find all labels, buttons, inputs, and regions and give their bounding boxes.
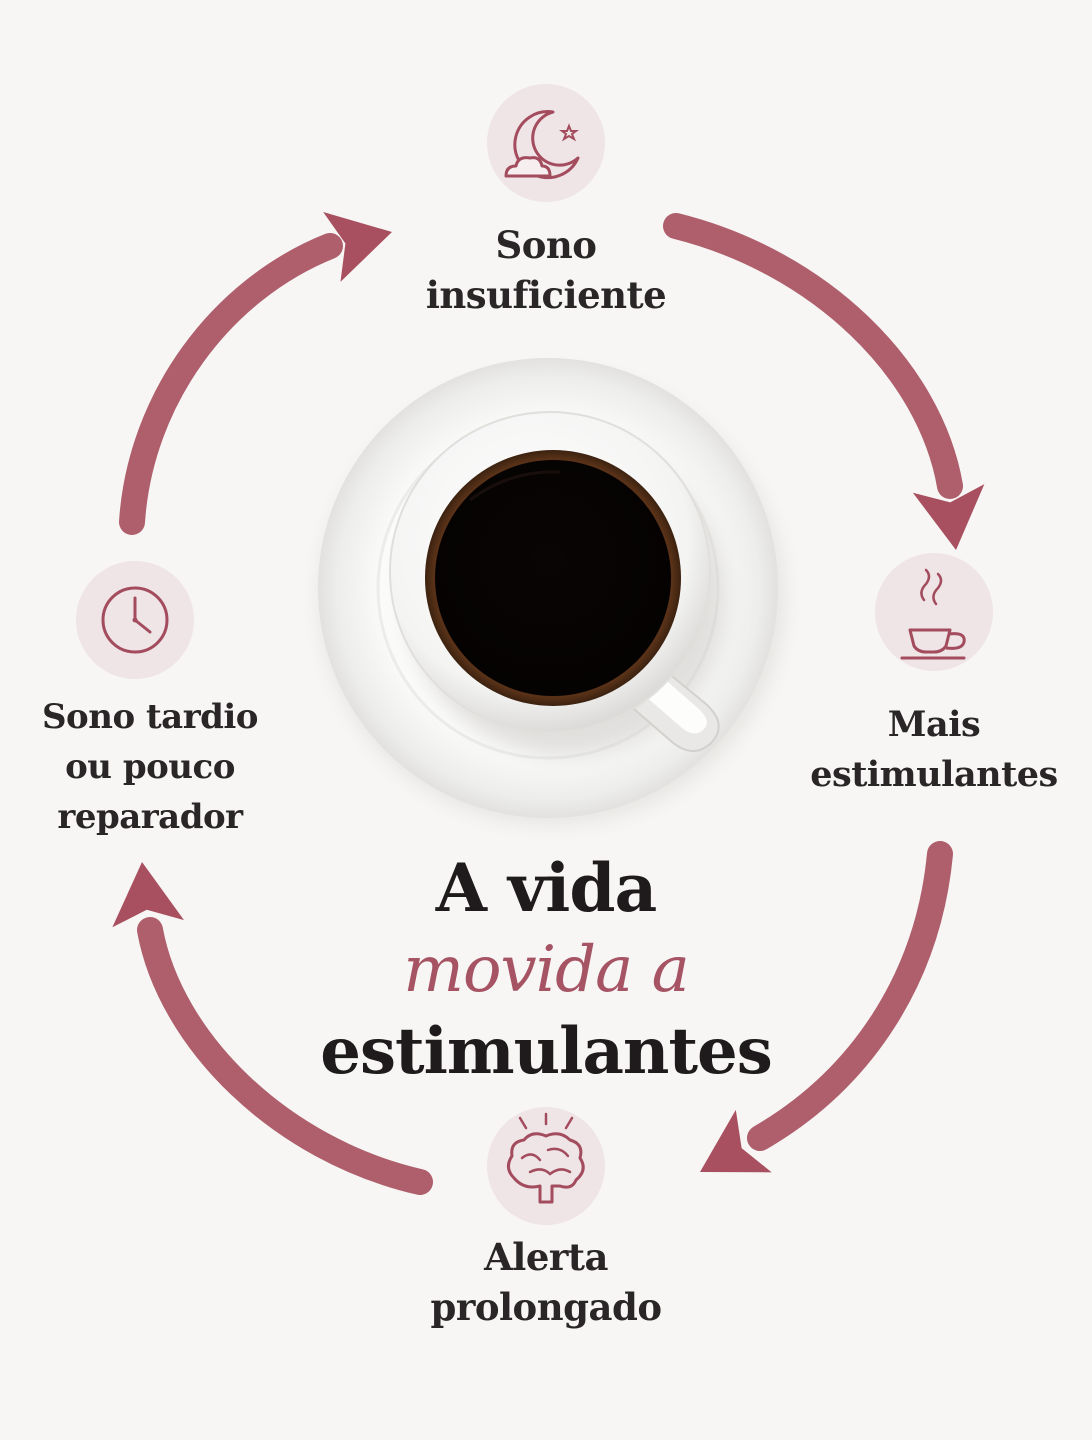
headline-line-3: estimulantes <box>320 1014 773 1089</box>
cycle-step-mais-estimulantes: Mais estimulantes <box>768 700 1092 800</box>
arrow-left-to-top <box>119 211 392 535</box>
step-label-line: Sono tardio <box>42 697 258 737</box>
arrow-left-to-top-head <box>323 211 392 282</box>
arrow-right-to-bottom-head <box>700 1109 772 1173</box>
cycle-step-alerta-prolongado: Alerta prolongado <box>346 1232 746 1332</box>
arrow-bottom-to-left-head <box>112 862 184 928</box>
arrow-top-to-right <box>663 213 985 550</box>
cycle-arrows <box>112 211 985 1195</box>
coffee-cup-illustration <box>318 358 784 824</box>
arrow-bottom-to-left <box>112 862 433 1195</box>
headline-line-2: movida a <box>403 933 689 1007</box>
arrow-right-to-bottom <box>700 841 953 1173</box>
step-label-line: estimulantes <box>810 754 1058 795</box>
step-label-line: ou pouco <box>65 747 235 787</box>
step-label-line: Alerta <box>484 1235 608 1279</box>
cycle-step-sono-tardio: Sono tardio ou pouco reparador <box>0 692 300 842</box>
moon-star-cloud-icon <box>487 84 605 202</box>
step-label-line: prolongado <box>430 1285 662 1329</box>
clock-icon <box>76 561 194 679</box>
coffee-cup-icon <box>875 553 993 671</box>
brain-icon <box>487 1107 605 1225</box>
arrow-top-to-right-head <box>912 484 985 550</box>
step-label-line: insuficiente <box>425 273 667 317</box>
step-label-line: reparador <box>57 797 243 837</box>
cycle-step-sono-insuficiente: Sono insuficiente <box>346 220 746 320</box>
step-label-line: Sono <box>495 223 597 267</box>
step-label-line: Mais <box>887 704 981 745</box>
headline-line-1: A vida <box>435 849 658 927</box>
